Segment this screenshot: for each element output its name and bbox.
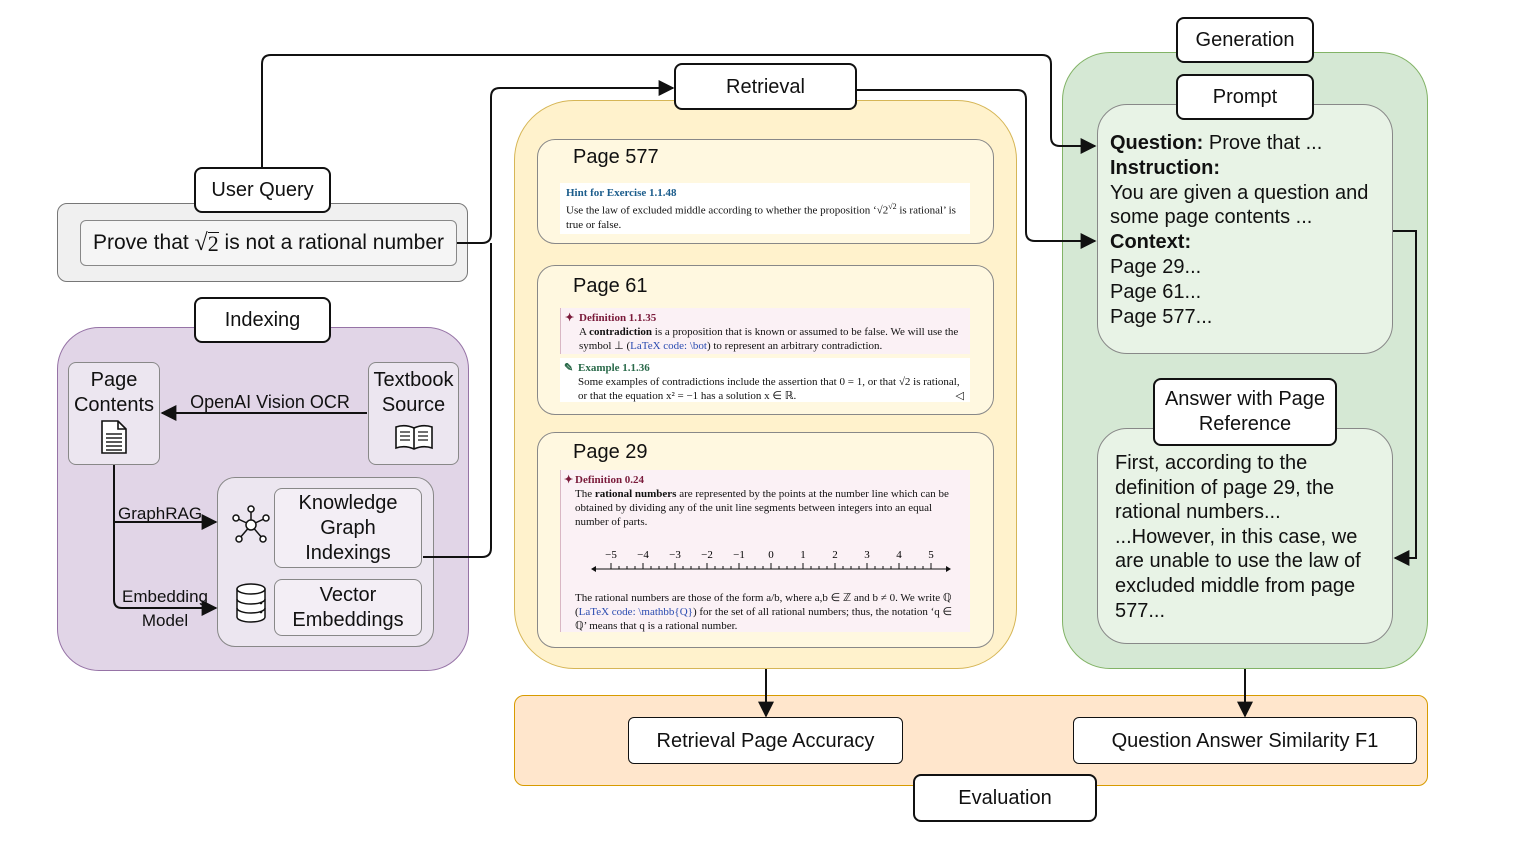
hint-text-a: Use the law of excluded middle according…: [566, 204, 889, 217]
document-icon: [99, 420, 129, 454]
number-line: −5 −4 −3 −2 −1 0 1 2 3 4 5: [575, 529, 964, 591]
number-line-label: −1: [733, 549, 745, 561]
context-item: Page 577...: [1110, 305, 1213, 328]
page-contents-label: Page Contents: [73, 369, 155, 416]
kg-indexings-box: Knowledge Graph Indexings: [274, 488, 422, 568]
book-icon: [394, 422, 434, 452]
def-29-text: The rational numbers are represented by …: [575, 488, 949, 528]
number-line-label: 1: [800, 549, 806, 561]
graphrag-label: GraphRAG: [118, 504, 203, 523]
answer-box: First, according to the definition of pa…: [1097, 428, 1393, 644]
def-29-title: ✦Definition 0.24: [564, 474, 645, 486]
page-61-title: Page 61: [573, 275, 648, 297]
example-61-text: Some examples of contradictions include …: [578, 376, 964, 402]
query-sqrt-arg: 2: [207, 230, 219, 256]
hint-text: Use the law of excluded middle according…: [566, 200, 964, 232]
page-61-definition: ✦Definition 1.1.35 A contradiction is a …: [560, 308, 970, 354]
hint-text-b: is rational’ is true or false.: [566, 204, 956, 231]
number-line-arrow-right: [946, 566, 951, 572]
number-line-label: −4: [637, 549, 649, 561]
indexing-title: Indexing: [194, 297, 331, 343]
prompt-question: Question: Prove that ...: [1110, 132, 1323, 154]
prompt-box: Question: Prove that ... Instruction: Yo…: [1097, 104, 1393, 354]
textbook-source-box: Textbook Source: [368, 362, 459, 465]
number-line-label: −2: [701, 549, 713, 561]
user-query-input[interactable]: Prove that √ 2 is not a rational number: [80, 220, 457, 266]
generation-title: Generation: [1176, 17, 1314, 63]
def-29-tail: The rational numbers are those of the fo…: [575, 592, 953, 632]
ocr-label: OpenAI Vision OCR: [190, 392, 350, 412]
number-line-label: −3: [669, 549, 681, 561]
answer-text: First, according to the definition of pa…: [1115, 452, 1361, 622]
vector-embeddings-box: Vector Embeddings: [274, 579, 422, 636]
page-61-example: ✎Example 1.1.36 Some examples of contrad…: [560, 358, 970, 402]
context-item: Page 61...: [1110, 280, 1202, 303]
retrieval-title: Retrieval: [674, 63, 857, 110]
def-61-title: ✦Definition 1.1.35: [565, 312, 657, 324]
answer-title: Answer with Page Reference: [1153, 378, 1337, 446]
number-line-label: 2: [832, 549, 838, 561]
example-61-title: ✎Example 1.1.36: [564, 362, 650, 374]
number-line-arrow-left: [591, 566, 596, 572]
query-text-suffix: is not a rational number: [218, 231, 445, 254]
number-line-label: −5: [605, 549, 617, 561]
hint-title: Hint for Exercise 1.1.48: [566, 187, 677, 199]
evaluation-title: Evaluation: [913, 774, 1097, 822]
retrieval-page-accuracy: Retrieval Page Accuracy: [628, 717, 903, 764]
hint-sup: √2: [888, 202, 897, 211]
page-contents-box: Page Contents: [68, 362, 160, 465]
prompt-instruction-text: You are given a question and some page c…: [1110, 181, 1369, 229]
prompt-instruction-label: Instruction:: [1110, 156, 1220, 179]
query-sqrt-sign: √: [194, 229, 208, 256]
qa-similarity-f1: Question Answer Similarity F1: [1073, 717, 1417, 764]
page-577-excerpt: Hint for Exercise 1.1.48 Use the law of …: [560, 183, 970, 234]
query-text-prefix: Prove that: [92, 231, 195, 254]
database-icon: [234, 583, 268, 623]
number-line-label: 0: [768, 549, 774, 561]
number-line-label: 5: [928, 549, 934, 561]
graph-network-icon: [231, 505, 271, 545]
context-item: Page 29...: [1110, 255, 1202, 278]
prompt-context-label: Context:: [1110, 231, 1192, 254]
number-line-label: 3: [864, 549, 870, 561]
embedding-model-label: Embedding Model: [121, 587, 208, 630]
textbook-source-label: Textbook Source: [373, 369, 454, 416]
number-line-label: 4: [896, 549, 902, 561]
page-577-title: Page 577: [573, 146, 659, 168]
page-29-definition: ✦Definition 0.24 The rational numbers ar…: [560, 470, 970, 632]
user-query-title: User Query: [194, 167, 331, 213]
prompt-title: Prompt: [1176, 74, 1314, 120]
page-29-title: Page 29: [573, 441, 648, 463]
def-61-text: A contradiction is a proposition that is…: [579, 326, 959, 352]
